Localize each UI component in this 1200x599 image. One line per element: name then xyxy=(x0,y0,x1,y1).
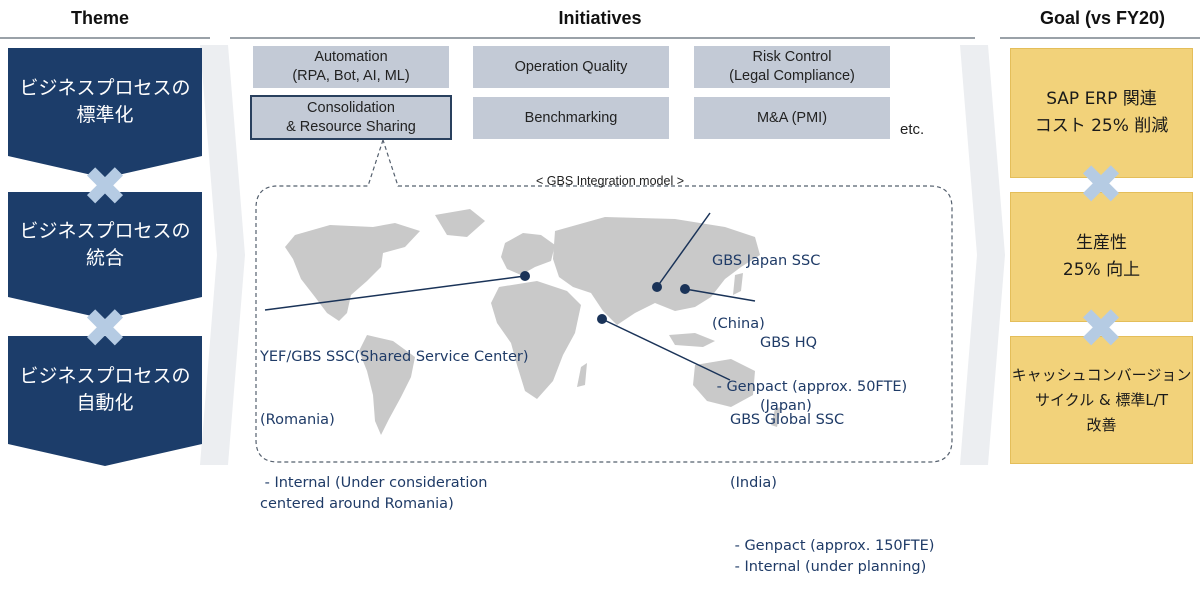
initiative-benchmarking: Benchmarking xyxy=(473,97,669,139)
goal-header-rule xyxy=(1000,37,1200,39)
initiative-ma-pmi: M&A (PMI) xyxy=(694,97,890,139)
marker-romania xyxy=(520,271,530,281)
initiatives-to-goal-arrow xyxy=(960,45,1005,465)
initiative-operation-quality: Operation Quality xyxy=(473,46,669,88)
location-country: (China) xyxy=(712,316,765,332)
cross-icon: ✖ xyxy=(1078,297,1124,360)
theme-label: ビジネスプロセスの 統合 xyxy=(8,192,202,297)
theme-label: ビジネスプロセスの 自動化 xyxy=(8,336,202,444)
marker-india xyxy=(597,314,607,324)
theme-item-integration: ビジネスプロセスの 統合 xyxy=(8,192,202,319)
theme-arrow-tip xyxy=(8,156,202,178)
cross-icon: ✖ xyxy=(82,155,128,218)
location-title: YEF/GBS SSC(Shared Service Center) xyxy=(260,349,529,365)
theme-header-rule xyxy=(0,37,210,39)
theme-label: ビジネスプロセスの 標準化 xyxy=(8,48,202,156)
initiatives-header-rule xyxy=(230,37,975,39)
connector-india xyxy=(601,318,731,381)
location-country: (Japan) xyxy=(760,398,812,414)
marker-japan xyxy=(680,284,690,294)
theme-arrow-tip xyxy=(8,297,202,319)
theme-arrow-tip xyxy=(8,444,202,466)
cross-icon: ✖ xyxy=(82,297,128,360)
location-title: GBS HQ xyxy=(760,335,818,351)
goal-header: Goal (vs FY20) xyxy=(1039,8,1166,28)
location-india: GBS Global SSC (India) - Genpact (approx… xyxy=(730,368,934,599)
location-japan: GBS HQ (Japan) xyxy=(760,291,817,438)
theme-header: Theme xyxy=(70,8,130,28)
goal-sap-erp-cost: SAP ERP 関連 コスト 25% 削減 xyxy=(1010,48,1193,178)
location-detail: - Genpact (approx. 50FTE) xyxy=(712,379,908,395)
goal-cash-conversion: キャッシュコンバージョン サイクル & 標準L/T 改善 xyxy=(1010,336,1193,464)
gbs-callout-frame xyxy=(255,139,953,463)
initiatives-header: Initiatives xyxy=(558,8,642,28)
marker-china xyxy=(652,282,662,292)
location-country: (Romania) xyxy=(260,412,335,428)
world-map xyxy=(264,209,781,435)
goal-productivity: 生産性 25% 向上 xyxy=(1010,192,1193,322)
location-detail: - Internal (Under consideration centered… xyxy=(260,475,488,512)
initiative-risk-control: Risk Control (Legal Compliance) xyxy=(694,46,890,88)
location-country: (India) xyxy=(730,475,777,491)
location-markers xyxy=(520,271,690,324)
location-china: GBS Japan SSC (China) - Genpact (approx.… xyxy=(712,209,907,419)
cross-icon: ✖ xyxy=(1078,153,1124,216)
connector-lines xyxy=(264,212,756,381)
connector-china xyxy=(656,212,711,288)
theme-item-automation: ビジネスプロセスの 自動化 xyxy=(8,336,202,466)
connector-romania xyxy=(264,275,526,311)
location-title: GBS Japan SSC xyxy=(712,253,821,269)
theme-item-standardization: ビジネスプロセスの 標準化 xyxy=(8,48,202,178)
initiative-automation: Automation (RPA, Bot, AI, ML) xyxy=(253,46,449,88)
connector-japan xyxy=(684,288,756,302)
gbs-model-caption: < GBS Integration model > xyxy=(535,174,684,188)
location-detail: - Genpact (approx. 150FTE) - Internal (u… xyxy=(734,538,935,575)
location-title: GBS Global SSC xyxy=(730,412,845,428)
theme-to-initiatives-arrow xyxy=(200,45,245,465)
location-romania: YEF/GBS SSC(Shared Service Center) (Roma… xyxy=(260,305,529,536)
initiatives-etc: etc. xyxy=(900,121,925,138)
initiative-consolidation: Consolidation & Resource Sharing xyxy=(250,95,452,140)
world-map-landmass xyxy=(285,209,781,435)
